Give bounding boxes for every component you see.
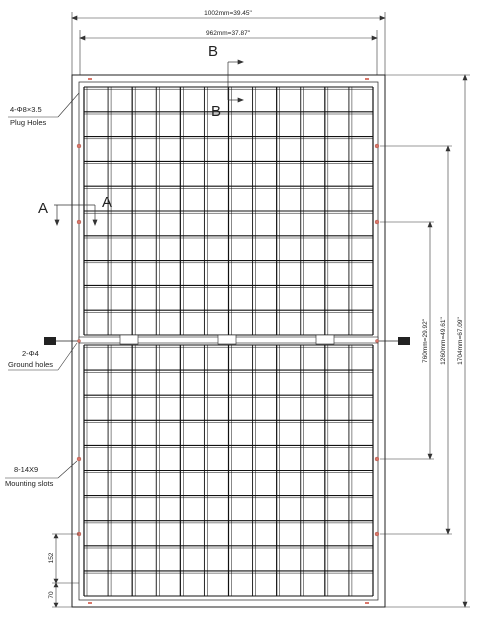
ground-holes-count: 2-Φ4: [22, 349, 39, 358]
overall-width-dimension: [71, 12, 386, 80]
bottom-left-dimensions: [52, 533, 79, 608]
junction-box-left: [119, 334, 139, 345]
left-connector: [44, 337, 56, 345]
mounting-slot-hole: [76, 143, 82, 149]
cell-grid: [83, 86, 374, 597]
inner-width-dimension: [79, 30, 378, 78]
bottom-slot-offset-label: 152: [48, 552, 55, 563]
junction-box-center: [217, 334, 237, 345]
ground-hole: [375, 339, 379, 343]
ground-holes-label: Ground holes: [8, 360, 53, 369]
ground-hole: [77, 339, 81, 343]
overall-width-label: 1002mm=39.45": [204, 10, 252, 17]
mounting-slot-hole: [374, 456, 380, 462]
mounting-slot-hole: [374, 219, 380, 225]
overall-height-label: 1704mm=67.09": [457, 316, 464, 364]
plug-holes: [88, 78, 369, 604]
section-b-marker: [227, 59, 244, 103]
plug-holes-label: Plug Holes: [10, 118, 47, 127]
section-a-marker: [54, 204, 98, 226]
mounting-slots: [76, 143, 380, 537]
mounting-span-outer-label: 1260mm=49.61": [440, 316, 447, 364]
mounting-slots-label: Mounting slots: [5, 479, 54, 488]
mounting-slot-hole: [374, 531, 380, 537]
inner-width-label: 962mm=37.87": [206, 30, 251, 37]
section-a-right-label: A: [102, 194, 112, 211]
section-b-bottom-label: B: [211, 103, 221, 120]
mounting-slot-hole: [374, 143, 380, 149]
mounting-slot-hole: [76, 219, 82, 225]
junction-bar: [78, 334, 379, 345]
junction-box-right: [315, 334, 335, 345]
section-b-top-label: B: [208, 43, 218, 60]
plug-holes-count: 4-Φ8×3.5: [10, 105, 42, 114]
callout-leaders: [5, 92, 80, 479]
section-a-left-label: A: [38, 200, 48, 217]
bottom-edge-offset-label: 70: [48, 591, 55, 599]
mounting-slots-count: 8-14X9: [14, 465, 38, 474]
right-dimensions: [380, 74, 470, 608]
mounting-slot-hole: [76, 456, 82, 462]
mounting-span-inner-label: 760mm=29.92": [422, 318, 429, 363]
right-connector: [398, 337, 410, 345]
